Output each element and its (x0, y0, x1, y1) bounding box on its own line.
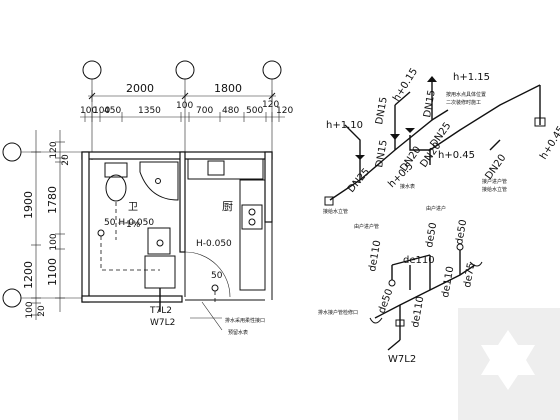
de110-c: de110 (440, 265, 456, 298)
kitchen-elev: H-0.050 (196, 239, 232, 249)
dim-700: 700 (196, 106, 213, 116)
watermark-icon (481, 330, 535, 390)
water-supply-isometric: h+1.15 h+0.15 h+1.10 h+0.5 h+0.45 h+0.45… (323, 66, 560, 230)
stove (241, 204, 263, 230)
dim-450: 450 (104, 106, 121, 116)
de110-a: de110 (367, 239, 383, 272)
dim-100a: 100 (80, 106, 97, 116)
toilet-tank (104, 162, 128, 178)
pipe-dn15-c: DN15 (374, 139, 390, 168)
wall-partition (179, 151, 186, 253)
slope-label: 1% (126, 220, 141, 230)
pipe-50: 50 (211, 271, 223, 281)
grid-bubble-a (2, 142, 22, 162)
wall-right (264, 151, 273, 223)
bath-mark: 卫 (128, 202, 138, 213)
dim-100c: 100 (176, 101, 193, 111)
wall-bottom (81, 295, 183, 303)
floor-drain-mark: 50 H-0.050 (104, 218, 154, 228)
dim-1800: 1800 (214, 82, 242, 95)
door-swing-kitchen (184, 251, 231, 298)
bath-sink (147, 227, 171, 255)
elev-mid1: h+0.15 (391, 66, 420, 103)
de50-a: de50 (424, 222, 439, 249)
grid-bubble-1 (82, 60, 102, 80)
shower-tray (139, 161, 179, 201)
dim-120b: 120 (276, 106, 293, 116)
floor-plan: 2000 1800 100 100 450 1350 100 700 480 5… (2, 60, 293, 336)
de50-b: de50 (454, 219, 469, 246)
dim-2000: 2000 (126, 82, 154, 95)
corner-stamp (458, 308, 560, 420)
grid-bubble-3 (262, 60, 282, 80)
note-top-a: 按用水点具体位置 (446, 91, 486, 98)
kitchen-label: 厨 (222, 200, 233, 213)
wash-basin (144, 255, 176, 289)
dim-100e: 100 (49, 233, 59, 250)
toilet-bowl (105, 174, 127, 202)
drainage-isometric: de110 de50 de110 de50 de75 de110 de50 de… (318, 219, 483, 365)
note-mid: 由户进户管 (354, 223, 379, 230)
dim-120a: 120 (262, 100, 279, 110)
elev-right: h+0.45 (538, 124, 560, 161)
de110-d: de110 (410, 295, 426, 328)
elev-mid3: h+0.45 (438, 150, 475, 161)
wall-left (81, 151, 90, 303)
note-b: 预留水表 (228, 329, 248, 336)
kitchen-counter-side (239, 179, 266, 291)
pipe-dn15-b: DN15 (422, 89, 438, 118)
dim-100d: 100 (25, 301, 35, 318)
dim-500: 500 (246, 106, 263, 116)
note-top-b: 二次装修时施工 (446, 99, 481, 106)
dim-1200: 1200 (22, 261, 35, 289)
de75: de75 (462, 262, 477, 289)
note-meter-a: 接水表 (400, 183, 415, 190)
kitchen-sink (207, 160, 225, 176)
note-right-a: 接户进户管 (482, 178, 507, 185)
note-a: 排水采用柔性接口 (225, 317, 265, 324)
pipe-dn25-a: DN25 (346, 166, 372, 194)
de50-c: de50 (376, 288, 395, 315)
dim-1100: 1100 (46, 258, 59, 286)
grid-bubble-2 (175, 60, 195, 80)
kitchen-counter-top (187, 158, 264, 180)
dim-480: 480 (222, 106, 239, 116)
drain-note: 排水接户管检修口 (318, 309, 358, 316)
dim-1900: 1900 (22, 191, 35, 219)
dim-120c: 120 (49, 141, 59, 158)
riser-label: W7L2 (388, 354, 416, 365)
wall-top (81, 151, 273, 160)
riser-t: T7L2 (149, 306, 172, 316)
note-right-b: 接给水立管 (482, 186, 507, 193)
pipe-dn15-a: DN15 (374, 96, 390, 125)
note-left: 接给水立管 (323, 208, 348, 215)
dim-20b: 20 (61, 154, 71, 166)
dim-1780: 1780 (46, 186, 59, 214)
dim-20a: 20 (37, 305, 47, 317)
elev-left: h+1.10 (326, 120, 363, 131)
note-meter-b: 由户进户 (426, 205, 446, 212)
elev-top: h+1.15 (453, 72, 490, 83)
de110-b: de110 (403, 255, 435, 266)
grid-bubble-b (2, 288, 22, 308)
dim-100b: 100 (93, 106, 110, 116)
pipe-dn20-c: DN20 (483, 153, 508, 182)
riser-w: W7L2 (150, 318, 175, 328)
dim-1350: 1350 (138, 106, 161, 116)
